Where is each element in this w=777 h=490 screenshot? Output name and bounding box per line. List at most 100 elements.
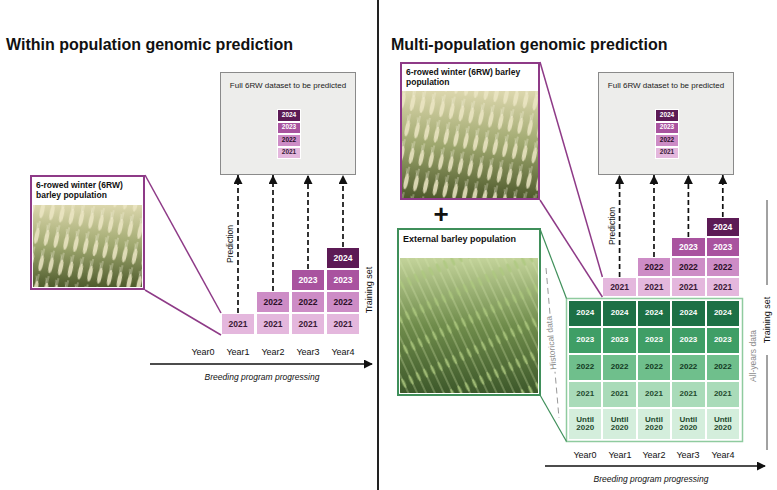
time-axis — [545, 465, 765, 467]
year-box: 2023 — [706, 237, 740, 257]
bracket-line — [767, 200, 768, 285]
node-text: 2021 — [679, 390, 697, 398]
node-text: 2023 — [645, 336, 663, 344]
node-text: 2023 — [679, 336, 697, 344]
zoom-line — [540, 200, 602, 297]
axis-tick-label: Year1 — [608, 450, 631, 460]
year-box: 2021 — [221, 313, 255, 335]
zoom-line — [145, 290, 221, 335]
node-text: 2024 — [576, 309, 594, 317]
node-text: Until 2020 — [707, 416, 739, 433]
year-box: 2023 — [655, 122, 679, 135]
year-box: 2021 — [256, 313, 290, 335]
zoom-line — [540, 229, 567, 299]
year-box: 2024 — [706, 217, 740, 237]
node-text: 2022 — [679, 263, 698, 272]
node-text: 2024 — [282, 112, 296, 119]
year-box: 2023 — [671, 237, 705, 257]
year-cell: 2023 — [602, 327, 636, 354]
year-box: 2022 — [706, 257, 740, 277]
node-text: 2022 — [334, 298, 353, 307]
axis-tick-label: Year1 — [226, 347, 249, 357]
node-text: 2022 — [299, 298, 318, 307]
node-text: 6-rowed winter (6RW) barley population — [402, 64, 538, 90]
zoom-line — [540, 395, 567, 442]
year-box: 2021 — [637, 277, 671, 297]
barley-photo — [400, 258, 538, 393]
node-text: 2024 — [679, 309, 697, 317]
year-box: 2022 — [655, 134, 679, 147]
node-text: 2021 — [645, 283, 664, 292]
node-text: 6-rowed winter (6RW) barley population — [32, 177, 143, 203]
prediction-arrow — [342, 175, 344, 247]
year-cell: 2024 — [568, 300, 602, 327]
year-cell: 2024 — [637, 300, 671, 327]
node-text: 2022 — [660, 137, 674, 144]
prediction-arrow — [272, 175, 274, 291]
prediction-arrow — [688, 175, 690, 237]
node-text: 2022 — [645, 263, 664, 272]
population-box: 6-rowed winter (6RW) barley population — [400, 62, 540, 200]
year-box: 2024 — [655, 109, 679, 122]
year-cell: Until 2020 — [706, 408, 740, 440]
node-text: 2021 — [610, 283, 629, 292]
axis-label: Breeding program progressing — [594, 474, 709, 484]
population-box: 6-rowed winter (6RW) barley population — [30, 175, 145, 290]
node-text: 2024 — [645, 309, 663, 317]
year-box: 2022 — [326, 291, 360, 313]
axis-tick-label: Year0 — [573, 450, 596, 460]
year-cell: 2023 — [671, 327, 705, 354]
year-box: 2022 — [291, 291, 325, 313]
year-box: 2021 — [671, 277, 705, 297]
node-text: 2021 — [714, 390, 732, 398]
axis-tick-label: Year2 — [261, 347, 284, 357]
year-cell: 2023 — [637, 327, 671, 354]
node-text: 2022 — [282, 137, 296, 144]
node-text: 2021 — [264, 320, 283, 329]
node-text: 2022 — [679, 363, 697, 371]
year-box: 2022 — [256, 291, 290, 313]
node-text: Full 6RW dataset to be predicted — [604, 81, 728, 91]
axis-tick-label: Year4 — [331, 347, 354, 357]
barley-photo-texture — [33, 205, 142, 287]
node-text: 2021 — [660, 149, 674, 156]
barley-photo-texture — [400, 258, 538, 393]
node-text: 2021 — [229, 320, 248, 329]
node-text: 2023 — [611, 336, 629, 344]
year-cell: 2022 — [706, 354, 740, 381]
node-text: External barley population — [401, 232, 537, 247]
year-cell: 2022 — [602, 354, 636, 381]
axis-label: Breeding program progressing — [205, 372, 320, 382]
panel-divider — [377, 0, 379, 490]
prediction-arrow — [653, 175, 655, 257]
zoom-line — [540, 62, 602, 277]
node-text: 2022 — [576, 363, 594, 371]
edge-label: Prediction — [225, 225, 235, 263]
dataset-box: Full 6RW dataset to be predicted 20242023… — [598, 72, 734, 175]
year-cell: 2022 — [671, 354, 705, 381]
year-box: 2021 — [277, 147, 301, 160]
year-box: 2021 — [602, 277, 636, 297]
node-text: 2021 — [299, 320, 318, 329]
year-cell: 2022 — [637, 354, 671, 381]
node-text: 2021 — [282, 149, 296, 156]
barley-photo — [402, 91, 538, 198]
prediction-arrow — [722, 175, 724, 217]
zoom-line — [145, 175, 221, 313]
node-text: 2024 — [334, 254, 353, 263]
year-cell: 2024 — [602, 300, 636, 327]
prediction-arrow — [237, 175, 239, 313]
year-cell: 2024 — [706, 300, 740, 327]
node-text: 2022 — [611, 363, 629, 371]
year-cell: 2023 — [706, 327, 740, 354]
node-text: 2024 — [611, 309, 629, 317]
prediction-arrow — [619, 175, 621, 277]
bracket-label: Training set — [364, 267, 374, 314]
node-text: 2023 — [334, 276, 353, 285]
node-text: 2021 — [576, 390, 594, 398]
node-text: 2022 — [713, 263, 732, 272]
node-text: Until 2020 — [603, 416, 635, 433]
barley-photo — [33, 205, 142, 287]
node-text: Full 6RW dataset to be predicted — [226, 81, 350, 91]
